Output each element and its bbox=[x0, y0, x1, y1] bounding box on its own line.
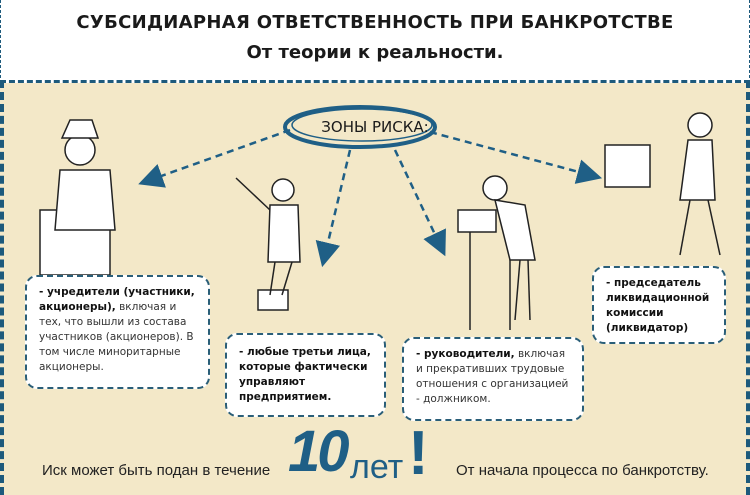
third-parties-box: - любые третьи лица, которые фактически … bbox=[225, 333, 386, 417]
risk-zones-label: ЗОНЫ РИСКА: bbox=[321, 118, 429, 136]
header-panel: СУБСИДИАРНАЯ ОТВЕТСТВЕННОСТЬ ПРИ БАНКРОТ… bbox=[0, 0, 750, 83]
managers-bold: - руководители, bbox=[416, 348, 515, 360]
page-subtitle: От теории к реальности. bbox=[246, 42, 504, 63]
left-border bbox=[0, 80, 4, 495]
years-unit: лет bbox=[350, 448, 404, 486]
arrow-managers bbox=[393, 149, 446, 257]
arrow-third-parties bbox=[315, 149, 352, 268]
founders-bold: - учредители (участники, акционеры), bbox=[39, 286, 195, 313]
liquidator-bold: - председатель ликвидационной комиссии (… bbox=[606, 277, 710, 334]
footer-left-text: Иск может быть подан в течение bbox=[42, 462, 271, 479]
third-party-figure bbox=[235, 177, 301, 311]
page-title: СУБСИДИАРНАЯ ОТВЕТСТВЕННОСТЬ ПРИ БАНКРОТ… bbox=[76, 12, 674, 33]
liquidator-figure bbox=[604, 112, 721, 256]
founders-box: - учредители (участники, акционеры), вкл… bbox=[25, 275, 210, 389]
founder-figure bbox=[39, 119, 116, 276]
exclamation-mark: ! bbox=[408, 419, 429, 488]
arrow-liquidator bbox=[429, 130, 603, 184]
managers-box: - руководители, включая и прекративших т… bbox=[402, 337, 584, 421]
risk-zone-ellipse bbox=[283, 105, 437, 149]
third-parties-bold: - любые третьи лица, которые фактически … bbox=[239, 346, 371, 403]
right-border bbox=[742, 80, 750, 495]
footer-right-text: От начала процесса по банкротству. bbox=[456, 462, 709, 479]
liquidator-box: - председатель ликвидационной комиссии (… bbox=[592, 266, 726, 344]
ten-number: 10 bbox=[288, 419, 349, 484]
managers-text: включая и прекративших трудовые отношени… bbox=[416, 348, 569, 405]
founders-text: включая и тех, что вышли из состава учас… bbox=[39, 301, 194, 373]
manager-figure bbox=[457, 175, 536, 330]
arrow-founders bbox=[138, 128, 291, 188]
